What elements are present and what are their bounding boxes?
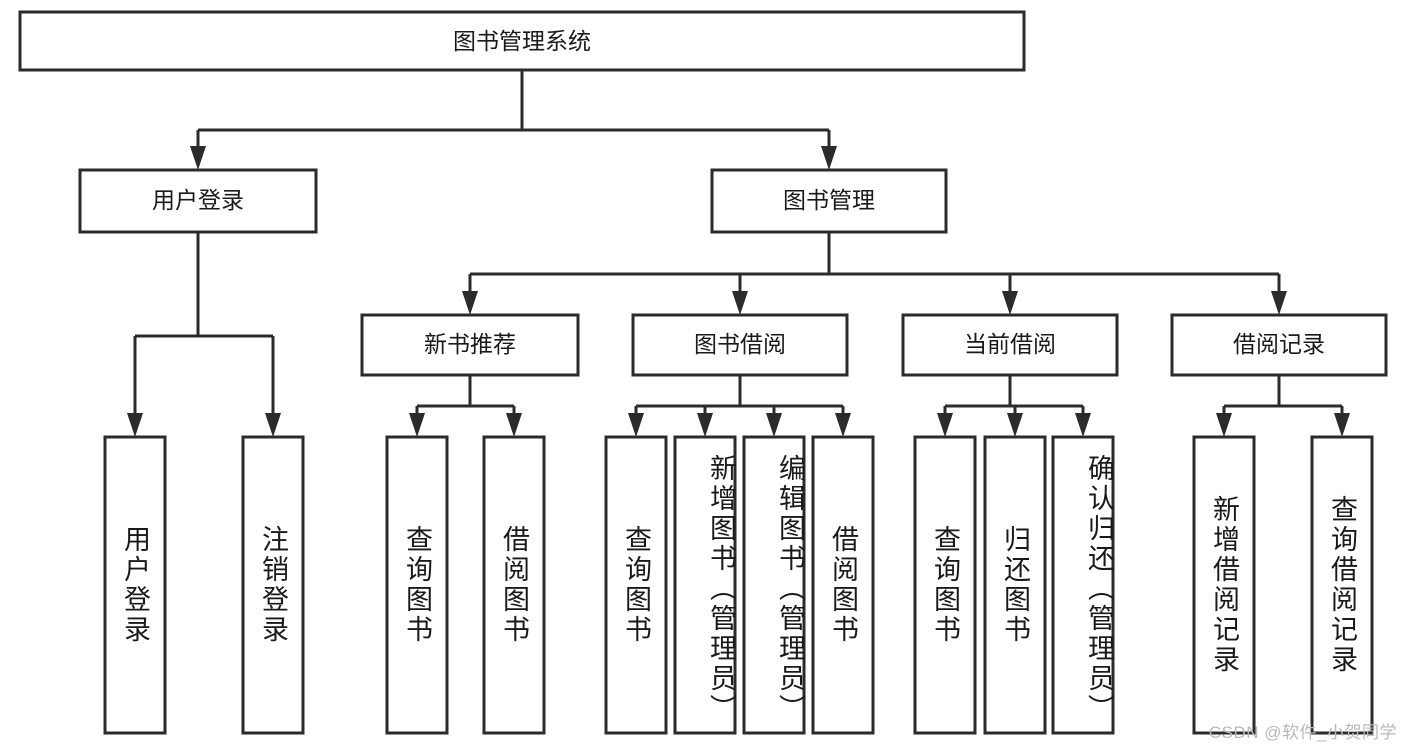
node-book-manage-label: 图书管理 bbox=[783, 187, 875, 213]
node-book-manage[interactable]: 图书管理 bbox=[710, 168, 948, 234]
arrow-head-leaf-return-book bbox=[1007, 413, 1023, 437]
connector-layer bbox=[127, 70, 1350, 437]
arrow-head-leaf-borrow-book bbox=[835, 413, 851, 437]
arrow-head-leaf-edit-book-admin bbox=[766, 413, 782, 437]
arrow-head-leaf-add-book-admin bbox=[697, 413, 713, 437]
node-root-label: 图书管理系统 bbox=[453, 28, 591, 54]
arrow-head-user-login bbox=[190, 146, 206, 170]
node-borrow-record-label: 借阅记录 bbox=[1233, 331, 1325, 357]
node-new-book-recommend-label: 新书推荐 bbox=[424, 331, 516, 357]
arrow-head-leaf-user-login bbox=[127, 413, 143, 437]
leaf-edit-book-admin-rect[interactable] bbox=[742, 435, 806, 735]
arrow-head-leaf-query-book-rec bbox=[409, 413, 425, 437]
node-new-book-recommend[interactable]: 新书推荐 bbox=[360, 313, 580, 377]
leaf-confirm-return-admin-rect[interactable] bbox=[1051, 435, 1115, 735]
node-borrow-record[interactable]: 借阅记录 bbox=[1170, 313, 1388, 377]
arrow-head-leaf-add-borrow-record bbox=[1216, 413, 1232, 437]
leaf-query-book-borrow-rect[interactable] bbox=[604, 435, 668, 735]
node-book-manage-rect[interactable] bbox=[710, 168, 948, 234]
leaf-add-book-admin-rect[interactable] bbox=[673, 435, 737, 735]
leaf-user-login-rect[interactable] bbox=[103, 435, 167, 735]
node-user-login-rect[interactable] bbox=[78, 168, 318, 234]
node-current-borrow-label: 当前借阅 bbox=[964, 331, 1056, 357]
arrow-head-leaf-query-book-borrow bbox=[628, 413, 644, 437]
leaf-query-book-cur-rect[interactable] bbox=[913, 435, 977, 735]
leaf-node-layer bbox=[103, 435, 1374, 735]
arrow-head-book-borrow bbox=[732, 291, 748, 315]
node-user-login[interactable]: 用户登录 bbox=[78, 168, 318, 234]
node-current-borrow-rect[interactable] bbox=[901, 313, 1119, 377]
node-root[interactable]: 图书管理系统 bbox=[18, 10, 1026, 72]
node-book-borrow-rect[interactable] bbox=[631, 313, 849, 377]
csdn-watermark: CSDN @软件_小贺同学 bbox=[1208, 723, 1397, 742]
node-book-borrow-label: 图书借阅 bbox=[694, 331, 786, 357]
leaf-query-book-rec-rect[interactable] bbox=[385, 435, 449, 735]
arrow-head-book-manage bbox=[821, 146, 837, 170]
node-root-rect[interactable] bbox=[18, 10, 1026, 72]
arrow-head-leaf-confirm-return-admin bbox=[1075, 413, 1091, 437]
leaf-add-borrow-record-rect[interactable] bbox=[1192, 435, 1256, 735]
leaf-borrow-book-rect[interactable] bbox=[811, 435, 875, 735]
arrow-head-leaf-logout bbox=[265, 413, 281, 437]
node-user-login-label: 用户登录 bbox=[152, 187, 244, 213]
node-book-borrow[interactable]: 图书借阅 bbox=[631, 313, 849, 377]
arrow-head-leaf-borrow-book-rec bbox=[506, 413, 522, 437]
leaf-query-borrow-record-rect[interactable] bbox=[1310, 435, 1374, 735]
arrow-head-leaf-query-borrow-record bbox=[1334, 413, 1350, 437]
arrow-head-current-borrow bbox=[1002, 291, 1018, 315]
arrow-head-leaf-query-book-cur bbox=[937, 413, 953, 437]
leaf-borrow-book-rec-rect[interactable] bbox=[482, 435, 546, 735]
leaf-return-book-rect[interactable] bbox=[983, 435, 1047, 735]
node-current-borrow[interactable]: 当前借阅 bbox=[901, 313, 1119, 377]
node-new-book-recommend-rect[interactable] bbox=[360, 313, 580, 377]
arrow-head-new-book-recommend bbox=[462, 291, 478, 315]
arrow-head-borrow-record bbox=[1271, 291, 1287, 315]
leaf-logout-rect[interactable] bbox=[241, 435, 305, 735]
node-borrow-record-rect[interactable] bbox=[1170, 313, 1388, 377]
